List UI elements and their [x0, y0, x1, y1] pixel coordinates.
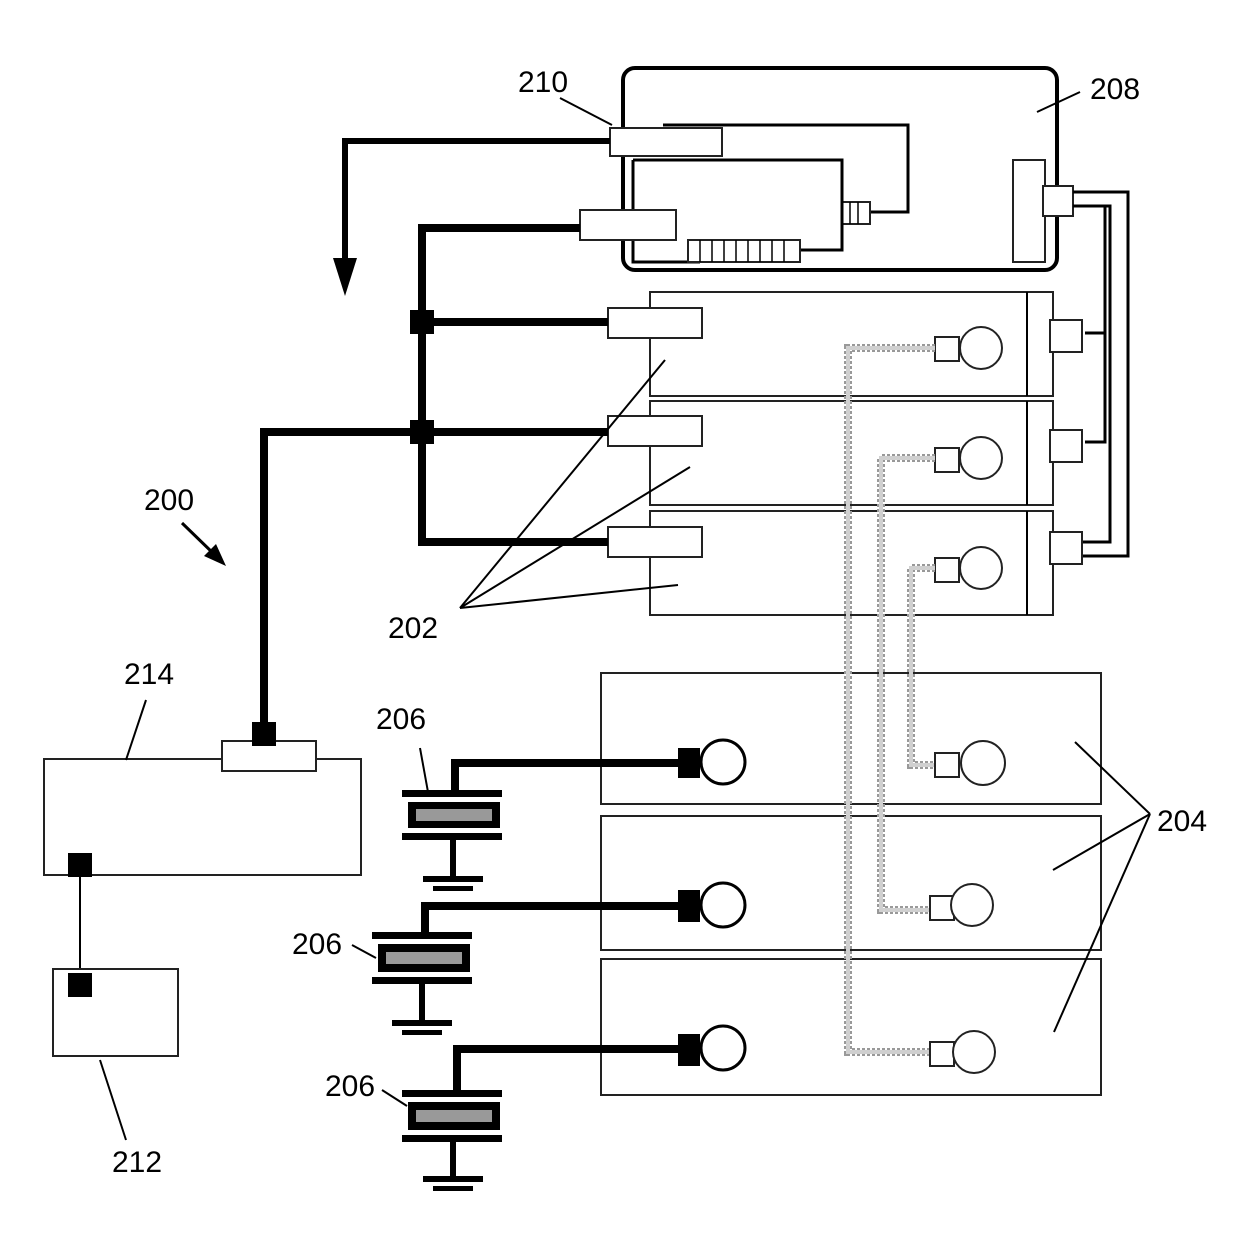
manifold-lines — [264, 228, 608, 722]
label-206-mid: 206 — [292, 928, 342, 961]
connector-strip — [688, 240, 800, 262]
label-214: 214 — [124, 658, 174, 691]
controller-unit-208 — [580, 68, 1073, 270]
label-208: 208 — [1090, 73, 1140, 106]
label-204: 204 — [1157, 805, 1207, 838]
label-202: 202 — [388, 612, 438, 645]
label-206-top: 206 — [376, 703, 426, 736]
label-212: 212 — [112, 1146, 162, 1179]
label-200: 200 — [144, 484, 194, 517]
label-210: 210 — [518, 66, 568, 99]
module-210 — [610, 128, 722, 156]
label-206-bottom: 206 — [325, 1070, 375, 1103]
controller-port — [580, 210, 676, 240]
device-206-bottom — [402, 1026, 745, 1191]
unit-212 — [53, 969, 178, 1056]
output-arrow — [333, 141, 610, 296]
